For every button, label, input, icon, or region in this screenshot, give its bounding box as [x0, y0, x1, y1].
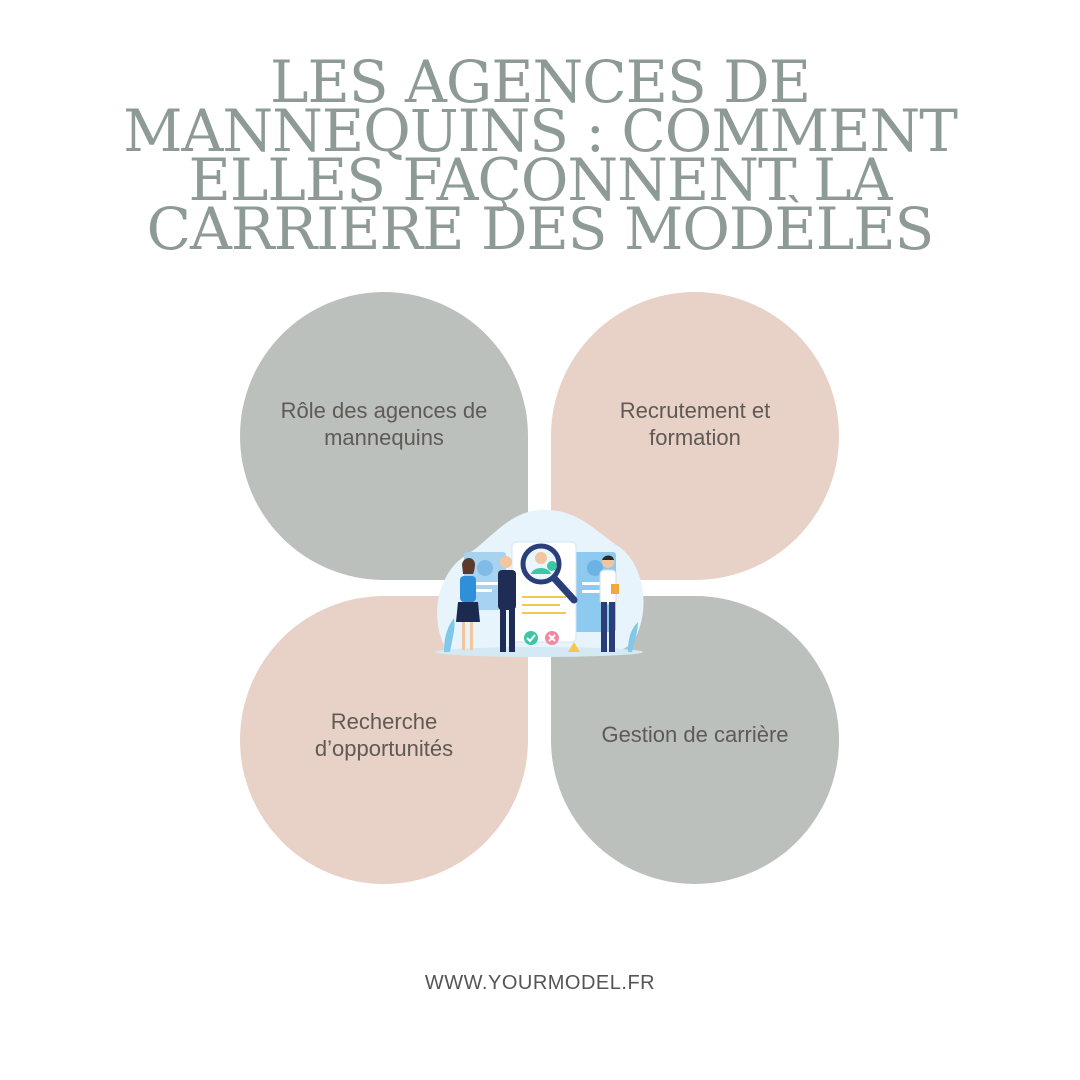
petal-label: Recrutement et formation [619, 398, 771, 450]
title-line-1: Les agences de [269, 48, 811, 116]
petal-label: Recherche d’opportunités [314, 709, 454, 761]
website-url[interactable]: WWW.YOURMODEL.FR [424, 972, 656, 994]
petal-role-agences: Rôle des agences de mannequins [240, 292, 528, 580]
petal-label: Gestion de carrière [601, 721, 789, 747]
title-line-3: elles façonnent la [188, 146, 892, 214]
recruitment-magnifier-icon [435, 509, 644, 657]
page-title: Les agences de mannequins : comment elle… [0, 48, 1080, 263]
title-line-2: mannequins : comment [123, 97, 958, 165]
petal-label: Rôle des agences de mannequins [280, 398, 488, 450]
title-line-4: carrière des modèles [146, 195, 935, 263]
petal-gestion: Gestion de carrière [551, 596, 839, 884]
